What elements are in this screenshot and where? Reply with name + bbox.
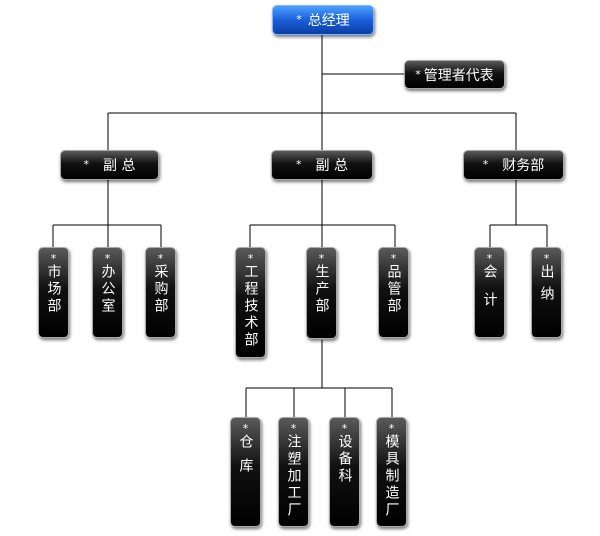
- vice-president-1-label: 副 总: [103, 158, 136, 174]
- dept-accounting-node[interactable]: * 会计: [474, 247, 505, 338]
- vice-president-2-label: 副 总: [315, 158, 348, 174]
- node-marker: *: [157, 252, 164, 265]
- finance-label: 财务部: [502, 158, 545, 174]
- node-marker: *: [296, 158, 302, 171]
- vice-president-1-node[interactable]: * 副 总: [60, 150, 159, 180]
- dept-engineering-node[interactable]: * 工程技术部: [235, 247, 266, 358]
- node-marker: *: [247, 252, 254, 265]
- vice-president-2-node[interactable]: * 副 总: [271, 150, 373, 180]
- node-marker: *: [318, 252, 325, 265]
- node-marker: *: [242, 422, 249, 435]
- dept-marketing-node[interactable]: * 市场部: [38, 247, 69, 338]
- node-marker: *: [486, 252, 493, 265]
- dept-quality-label: 品管部: [385, 264, 402, 315]
- management-rep-label: 管理者代表: [423, 67, 494, 84]
- management-rep-node[interactable]: * 管理者代表: [404, 60, 505, 89]
- dept-office-label: 办公室: [99, 264, 116, 315]
- ceo-label: 总经理: [307, 13, 350, 29]
- node-marker: *: [341, 422, 348, 435]
- dept-accounting-label: 会计: [481, 264, 498, 320]
- dept-marketing-label: 市场部: [45, 264, 62, 315]
- dept-purchasing-label: 采购部: [152, 264, 169, 315]
- node-marker: *: [83, 158, 90, 171]
- dept-engineering-label: 工程技术部: [242, 264, 259, 349]
- dept-office-node[interactable]: * 办公室: [92, 247, 123, 338]
- dept-production-label: 生产部: [313, 264, 330, 315]
- dept-production-node[interactable]: * 生产部: [306, 247, 337, 339]
- unit-equipment-label: 设备科: [336, 434, 353, 485]
- node-marker: *: [482, 158, 489, 171]
- node-marker: *: [390, 252, 397, 265]
- unit-injection-node[interactable]: * 注塑加工厂: [278, 417, 309, 527]
- node-marker: *: [543, 252, 550, 265]
- unit-equipment-node[interactable]: * 设备科: [329, 417, 360, 527]
- node-marker: *: [290, 422, 297, 435]
- unit-mold-node[interactable]: * 模具制造厂: [376, 417, 407, 527]
- unit-injection-label: 注塑加工厂: [285, 434, 302, 519]
- node-marker: *: [415, 67, 421, 81]
- dept-quality-node[interactable]: * 品管部: [378, 247, 409, 338]
- node-marker: *: [296, 13, 302, 26]
- dept-cashier-node[interactable]: * 出纳: [531, 247, 562, 338]
- ceo-node[interactable]: * 总经理: [272, 5, 374, 35]
- dept-cashier-label: 出纳: [538, 264, 555, 308]
- unit-mold-label: 模具制造厂: [383, 434, 400, 519]
- node-marker: *: [104, 252, 111, 265]
- unit-warehouse-label: 仓库: [237, 434, 254, 482]
- node-marker: *: [388, 422, 395, 435]
- dept-purchasing-node[interactable]: * 采购部: [145, 247, 176, 338]
- unit-warehouse-node[interactable]: * 仓库: [230, 417, 261, 527]
- node-marker: *: [50, 252, 57, 265]
- finance-node[interactable]: * 财务部: [463, 150, 564, 180]
